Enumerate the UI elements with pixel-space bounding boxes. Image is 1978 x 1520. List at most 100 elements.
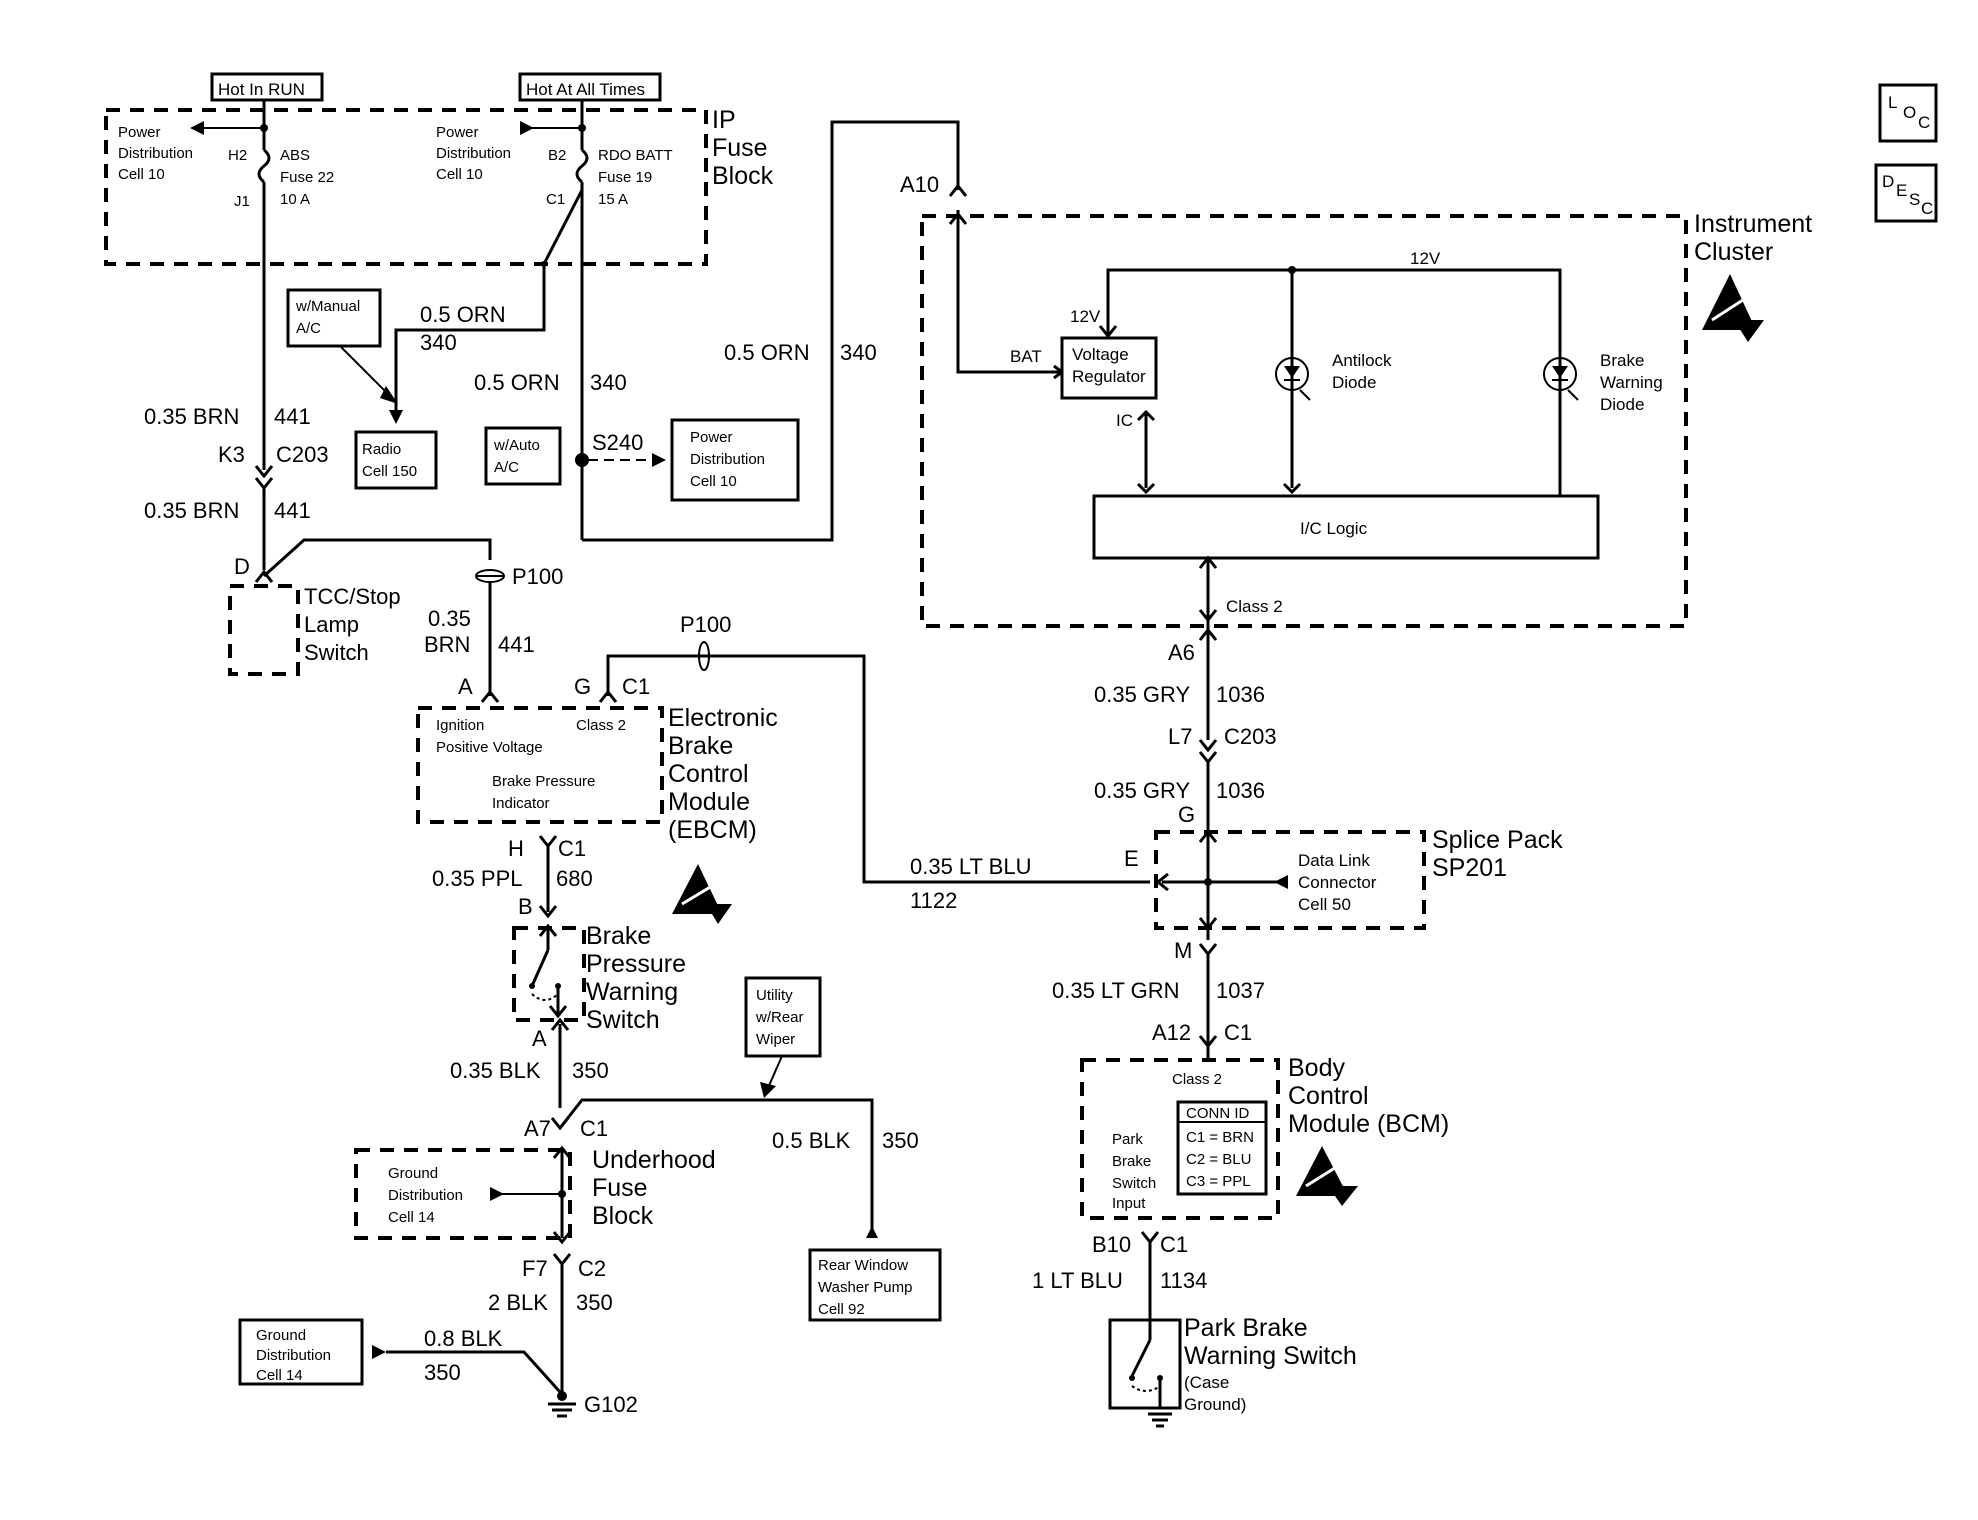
park-input-label-2: Brake bbox=[1112, 1153, 1151, 1170]
svg-text:Instrument: Instrument bbox=[1694, 210, 1812, 238]
ip-fuse-block-label: IP Fuse Block bbox=[712, 106, 774, 190]
p100-passthrough-icon-2 bbox=[698, 641, 710, 671]
dlc-label-1: Data Link bbox=[1298, 851, 1370, 870]
wire-035ltgrn-label: 0.35 LT GRN bbox=[1052, 978, 1180, 1003]
svg-text:A/C: A/C bbox=[494, 459, 519, 476]
desc-letter-c: C bbox=[1921, 199, 1933, 218]
svg-text:Power: Power bbox=[118, 124, 161, 141]
conn-id-c3: C3 = PPL bbox=[1186, 1173, 1251, 1190]
loc-letter-l: L bbox=[1888, 93, 1897, 112]
pin-f7: F7 bbox=[522, 1256, 548, 1281]
wire-340-manual bbox=[394, 189, 584, 418]
circuit-680-label: 680 bbox=[556, 866, 593, 891]
circuit-441-label-2: 441 bbox=[274, 498, 311, 523]
park-input-label-4: Input bbox=[1112, 1195, 1146, 1212]
svg-text:Cell 10: Cell 10 bbox=[690, 473, 737, 490]
fuse-rdo-icon bbox=[575, 148, 589, 184]
svg-text:Radio: Radio bbox=[362, 441, 401, 458]
wire-035-label: 0.35 bbox=[428, 606, 471, 631]
ground-g102-label: G102 bbox=[584, 1392, 638, 1417]
svg-text:SP201: SP201 bbox=[1432, 854, 1507, 882]
svg-text:Lamp: Lamp bbox=[304, 612, 359, 637]
ebcm-outline bbox=[416, 706, 664, 824]
hot-at-all-times-label: Hot At All Times bbox=[526, 80, 645, 99]
circuit-350-label-3: 350 bbox=[576, 1290, 613, 1315]
utility-rear-wiper-box bbox=[744, 976, 822, 1058]
ebcm-label: Electronic Brake Control Module (EBCM) bbox=[668, 704, 778, 844]
wire-12v-bus bbox=[1106, 268, 1562, 496]
svg-text:Park Brake: Park Brake bbox=[1184, 1314, 1308, 1342]
connector-c1-a7: C1 bbox=[580, 1116, 608, 1141]
brake-pressure-switch-icon bbox=[529, 923, 568, 1019]
svg-text:w/Auto: w/Auto bbox=[493, 437, 540, 454]
splice-pack-label: Splice Pack SP201 bbox=[1432, 826, 1563, 882]
svg-text:Fuse 22: Fuse 22 bbox=[280, 169, 334, 186]
svg-text:Distribution: Distribution bbox=[690, 451, 765, 468]
wire-05orn-label-2: 0.5 ORN bbox=[474, 370, 560, 395]
svg-text:Module: Module bbox=[668, 788, 750, 816]
instrument-cluster-label: Instrument Cluster bbox=[1694, 210, 1812, 266]
connector-c1-h: C1 bbox=[558, 836, 586, 861]
pin-d: D bbox=[234, 554, 250, 579]
antilock-label-1: Antilock bbox=[1332, 351, 1392, 370]
gd-ufb-l3: Cell 14 bbox=[388, 1209, 435, 1226]
voltage-12v-label-2: 12V bbox=[1410, 249, 1441, 268]
brake-warning-label-3: Diode bbox=[1600, 395, 1644, 414]
svg-text:Cell 10: Cell 10 bbox=[118, 166, 165, 183]
circuit-1036-label-2: 1036 bbox=[1216, 778, 1265, 803]
bcm-outline bbox=[1080, 1058, 1280, 1220]
tcc-switch-label: TCC/Stop Lamp Switch bbox=[304, 584, 401, 665]
hot-at-all-times-box bbox=[518, 72, 662, 102]
brake-pressure-indicator-label: Brake Pressure bbox=[492, 773, 595, 790]
desc-icon[interactable]: D E S C bbox=[1874, 163, 1938, 223]
circuit-441-label-1: 441 bbox=[274, 404, 311, 429]
wire-08blk-label: 0.8 BLK bbox=[424, 1326, 503, 1351]
park-brake-switch-label: Park Brake Warning Switch (Case Ground) bbox=[1184, 1314, 1357, 1414]
park-input-label-1: Park bbox=[1112, 1131, 1143, 1148]
svg-text:Warning: Warning bbox=[586, 978, 678, 1006]
pin-a-ebcm: A bbox=[458, 674, 473, 699]
wire-1122 bbox=[606, 654, 1150, 884]
svg-text:Distribution: Distribution bbox=[436, 145, 511, 162]
desc-letter-s: S bbox=[1909, 190, 1920, 209]
dlc-label-2: Connector bbox=[1298, 873, 1377, 892]
svg-text:Control: Control bbox=[1288, 1082, 1369, 1110]
arrow-right-icon bbox=[652, 453, 666, 467]
gd-bottom-box bbox=[238, 1318, 364, 1386]
wire-05orn-label-1: 0.5 ORN bbox=[420, 302, 506, 327]
svg-text:Fuse 19: Fuse 19 bbox=[598, 169, 652, 186]
tcc-switch-contact bbox=[262, 538, 492, 578]
svg-text:Module (BCM): Module (BCM) bbox=[1288, 1110, 1449, 1138]
esd-warning-icon bbox=[1296, 1146, 1358, 1206]
svg-text:RDO BATT: RDO BATT bbox=[598, 147, 673, 164]
brake-pressure-switch-label: Brake Pressure Warning Switch bbox=[586, 922, 686, 1034]
conn-id-c2: C2 = BLU bbox=[1186, 1151, 1251, 1168]
cluster-class2-label: Class 2 bbox=[1226, 597, 1283, 616]
connector-c1-b10: C1 bbox=[1160, 1232, 1188, 1257]
fuse-abs-icon bbox=[257, 148, 271, 184]
hot-in-run-box bbox=[210, 72, 324, 102]
ic-logic-box bbox=[1092, 494, 1600, 560]
svg-text:Warning Switch: Warning Switch bbox=[1184, 1342, 1357, 1370]
svg-text:A/C: A/C bbox=[296, 320, 321, 337]
indicator-label: Indicator bbox=[492, 795, 550, 812]
pin-j1: J1 bbox=[234, 193, 250, 210]
svg-text:Cell 92: Cell 92 bbox=[818, 1301, 865, 1318]
brake-warning-label-2: Warning bbox=[1600, 373, 1663, 392]
pin-c1-ip: C1 bbox=[546, 191, 565, 208]
svg-text:Voltage: Voltage bbox=[1072, 345, 1129, 364]
svg-text:Switch: Switch bbox=[586, 1006, 660, 1034]
bcm-label: Body Control Module (BCM) bbox=[1288, 1054, 1449, 1138]
wire-035gry-label-1: 0.35 GRY bbox=[1094, 682, 1191, 707]
loc-icon[interactable]: L O C bbox=[1878, 83, 1938, 143]
loc-letter-o: O bbox=[1903, 103, 1916, 122]
arrow-left-icon bbox=[1274, 875, 1288, 889]
pin-h2: H2 bbox=[228, 147, 247, 164]
svg-text:Distribution: Distribution bbox=[256, 1347, 331, 1364]
svg-text:15 A: 15 A bbox=[598, 191, 628, 208]
ignition-label: Ignition bbox=[436, 717, 484, 734]
circuit-1037-label: 1037 bbox=[1216, 978, 1265, 1003]
svg-text:Fuse: Fuse bbox=[592, 1174, 648, 1202]
pin-g-splice: G bbox=[1178, 802, 1195, 827]
